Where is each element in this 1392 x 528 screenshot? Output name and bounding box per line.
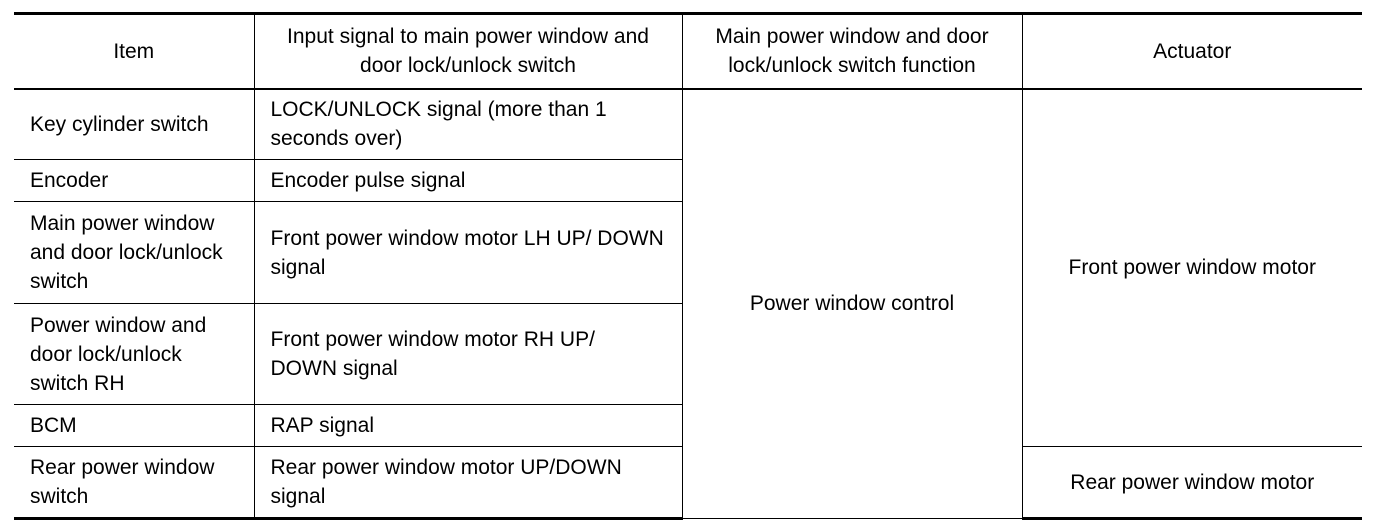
- table-row: Rear power window switch Rear power wind…: [14, 446, 1362, 520]
- table-body: Key cylinder switch LOCK/UNLOCK signal (…: [14, 88, 1362, 520]
- function-cell: Power window control: [681, 88, 1023, 519]
- header-input-signal: Input signal to main power window and do…: [253, 12, 683, 90]
- signal-cell: RAP signal: [253, 404, 682, 447]
- signal-cell: LOCK/UNLOCK signal (more than 1 seconds …: [253, 88, 683, 160]
- item-cell: Rear power window switch: [14, 446, 255, 520]
- header-row: Item Input signal to main power window a…: [14, 12, 1362, 90]
- signal-cell: Encoder pulse signal: [253, 159, 682, 202]
- item-cell: Encoder: [14, 159, 255, 202]
- item-cell: Main power window and door lock/unlock s…: [14, 201, 255, 304]
- signal-cell: Rear power window motor UP/DOWN signal: [253, 446, 683, 520]
- actuator-front-cell: Front power window motor: [1021, 88, 1362, 447]
- table-row: Power window and door lock/unlock switch…: [14, 303, 1362, 405]
- item-cell: Power window and door lock/unlock switch…: [14, 303, 255, 405]
- item-cell: BCM: [14, 404, 255, 447]
- table-header: Item Input signal to main power window a…: [14, 12, 1362, 90]
- header-switch-function: Main power window and door lock/unlock s…: [681, 12, 1023, 90]
- item-cell: Key cylinder switch: [14, 88, 255, 160]
- actuator-rear-cell: Rear power window motor: [1021, 446, 1362, 520]
- table-row: Key cylinder switch LOCK/UNLOCK signal (…: [14, 88, 1362, 519]
- table-row: Encoder Encoder pulse signal: [14, 159, 1362, 202]
- signal-cell: Front power window motor RH UP/ DOWN sig…: [253, 303, 682, 405]
- spec-table-container: Item Input signal to main power window a…: [14, 12, 1362, 520]
- signal-cell: Front power window motor LH UP/ DOWN sig…: [253, 201, 682, 304]
- header-item: Item: [14, 12, 255, 90]
- header-actuator: Actuator: [1021, 12, 1362, 90]
- power-window-input-output-table: Item Input signal to main power window a…: [14, 12, 1362, 520]
- table-row: Main power window and door lock/unlock s…: [14, 201, 1362, 304]
